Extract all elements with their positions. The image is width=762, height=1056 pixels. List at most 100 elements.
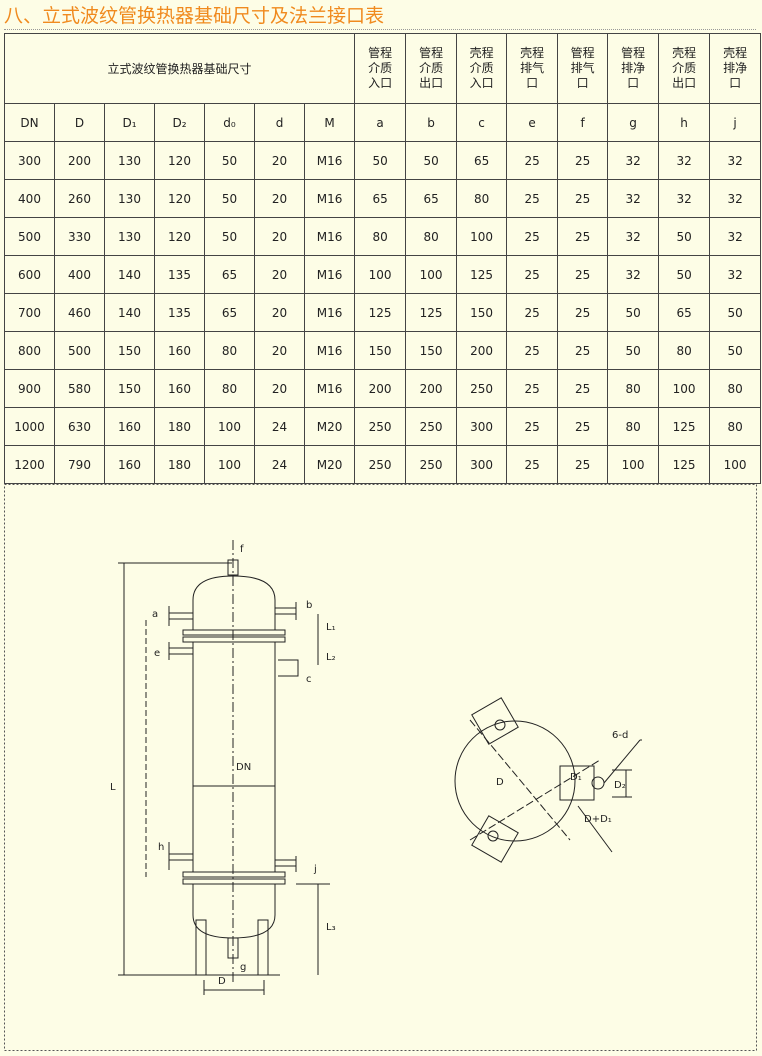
column-label: M [303,103,356,142]
table-cell: 25 [506,255,559,294]
label-h: h [158,842,164,853]
table-cell: 32 [709,179,762,218]
table-cell: 135 [154,255,205,294]
table-cell: M16 [303,293,356,332]
port-header: 管程介质入口 [354,33,407,104]
table-cell: 700 [4,293,55,332]
label-c: c [306,674,312,685]
column-label: g [607,103,660,142]
label-b: b [306,600,312,611]
table-cell: 260 [54,179,105,218]
table-cell: 150 [354,331,407,370]
table-cell: 250 [405,445,458,484]
table-cell: 125 [354,293,407,332]
table-cell: 80 [709,369,762,408]
table-cell: 25 [506,369,559,408]
label-dn: DN [236,762,251,773]
port-header: 壳程排净口 [709,33,762,104]
base-plate-bottom [471,815,519,863]
table-cell: M20 [303,445,356,484]
label-d-base: D [218,976,226,987]
table-cell: 80 [204,369,255,408]
table-cell: 140 [104,293,155,332]
table-cell: 200 [54,141,105,180]
column-label: d₀ [204,103,255,142]
label-hole: 6-d [612,730,628,741]
label-d-circle: D [496,777,504,788]
port-header: 壳程介质出口 [658,33,711,104]
table-cell: 20 [254,369,305,408]
table-cell: 32 [607,255,660,294]
base-plate-top [471,697,519,745]
table-cell: 120 [154,217,205,256]
column-label: e [506,103,559,142]
bolt-circle [454,720,576,842]
table-cell: 150 [104,331,155,370]
table-cell: 160 [104,445,155,484]
table-cell: 24 [254,445,305,484]
table-cell: 580 [54,369,105,408]
table-cell: 25 [506,179,559,218]
port-header: 管程排净口 [607,33,660,104]
page-title: 八、立式波纹管换热器基础尺寸及法兰接口表 [4,3,756,30]
column-label: b [405,103,458,142]
label-j: j [313,864,317,875]
label-e: e [154,648,160,659]
table-cell: 80 [607,407,660,446]
label-l3: L₃ [326,922,336,933]
bottom-flange-lower [182,878,286,885]
label-g: g [240,962,246,973]
table-cell: M16 [303,179,356,218]
label-d2: D₂ [614,780,626,791]
column-label: D [54,103,105,142]
table-cell: 160 [154,331,205,370]
label-d1: D₁ [570,772,582,783]
table-cell: 50 [607,293,660,332]
bottom-flange-upper [182,871,286,878]
table-cell: 100 [709,445,762,484]
table-cell: M16 [303,141,356,180]
table-cell: 50 [709,293,762,332]
table-cell: 20 [254,141,305,180]
table-cell: 160 [154,369,205,408]
table-cell: 25 [557,445,609,484]
table-cell: 32 [658,141,711,180]
table-cell: 65 [405,179,458,218]
table-cell: M16 [303,217,356,256]
drawing-frame [4,484,757,1051]
table-cell: 50 [204,141,255,180]
table-cell: 300 [456,445,508,484]
table-cell: 50 [204,217,255,256]
table-cell: M16 [303,331,356,370]
table-cell: 80 [607,369,660,408]
table-cell: 150 [405,331,458,370]
label-l2: L₂ [326,652,336,663]
table-cell: 80 [709,407,762,446]
table-cell: 65 [456,141,508,180]
table-cell: 32 [658,179,711,218]
label-a: a [152,609,158,620]
port-header: 壳程介质入口 [456,33,508,104]
table-cell: 800 [4,331,55,370]
column-label: D₁ [104,103,155,142]
table-cell: 140 [104,255,155,294]
nozzle-f [227,559,239,576]
table-cell: 80 [456,179,508,218]
table-cell: 250 [456,369,508,408]
column-label: f [557,103,609,142]
table-cell: 25 [557,293,609,332]
table-cell: 50 [607,331,660,370]
table-cell: 400 [54,255,105,294]
label-l: L [110,782,116,793]
table-cell: 330 [54,217,105,256]
dimension-table: 立式波纹管换热器基础尺寸 管程介质入口 管程介质出口 壳程介质入口 壳程排气口 … [3,33,762,484]
table-cell: 32 [607,217,660,256]
table-cell: 50 [354,141,407,180]
